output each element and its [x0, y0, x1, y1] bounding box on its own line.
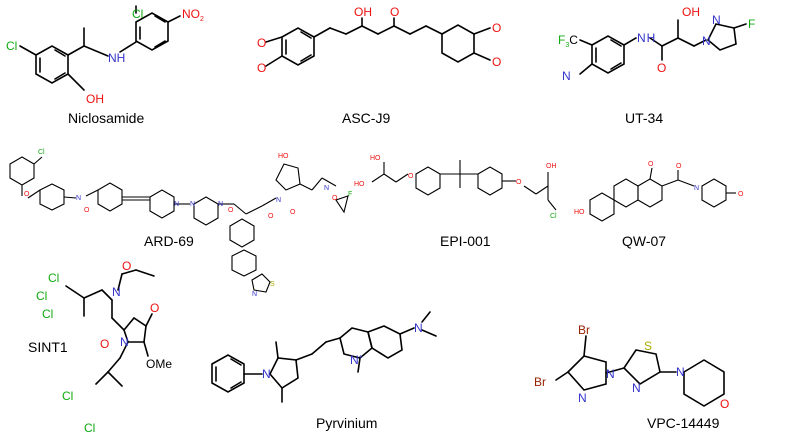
ard69-o1: O	[24, 191, 30, 198]
ut34-cn: N	[562, 69, 571, 83]
qw07-o2: O	[676, 163, 682, 170]
vpc14449-n1: N	[578, 391, 587, 405]
epi001-o2: O	[516, 179, 522, 186]
ard69-n4: N	[276, 197, 281, 204]
ard69-o5: O	[290, 209, 296, 216]
sint1-o3: O	[150, 301, 159, 315]
pyrvinium-n1: N	[262, 367, 271, 381]
sint1-o1: O	[122, 259, 131, 273]
vpc14449-n4: N	[676, 365, 685, 379]
ascj9-o2: O	[257, 61, 266, 75]
niclosamide-cl-left: Cl	[6, 39, 17, 53]
pyrvinium-structure	[211, 311, 437, 403]
ascj9-o1: O	[257, 36, 266, 50]
sint1-n: N	[120, 335, 129, 349]
sint1-o2: O	[100, 337, 109, 351]
ut34-cf3: F3C	[558, 33, 578, 49]
sint1-cl5: Cl	[84, 421, 95, 435]
pyrvinium-n3: N	[414, 321, 423, 335]
ard69-o3: O	[228, 207, 234, 214]
ard69-nh: N	[76, 195, 81, 202]
qw07-o1: O	[648, 161, 654, 168]
epi001-ho2: HO	[370, 155, 381, 162]
vpc14449-structure	[555, 335, 725, 407]
ard69-n2: N	[190, 201, 195, 208]
ascj9-o-keto: O	[390, 5, 399, 19]
niclosamide-structure	[19, 5, 181, 91]
qw07-label: QW-07	[622, 233, 666, 249]
vpc14449-n3: N	[632, 381, 641, 395]
qw07-nh: N	[694, 185, 699, 192]
ard69-n1: N	[174, 201, 179, 208]
ard69-ho: HO	[278, 153, 289, 160]
ascj9-o4: O	[492, 55, 501, 69]
sint1-ome: OMe	[146, 357, 172, 371]
niclosamide-no2: NO2	[182, 7, 204, 23]
ut34-oh: OH	[682, 5, 700, 19]
ut34-o: O	[657, 61, 666, 75]
sint1-cl4: Cl	[62, 389, 73, 403]
niclosamide-label: Niclosamide	[68, 110, 144, 126]
ard69-f: F	[348, 191, 352, 198]
ascj9-o3: O	[492, 21, 501, 35]
ard69-cl: Cl	[38, 149, 45, 156]
ard69-nh2: N	[324, 185, 329, 192]
pyrvinium-n2: N+	[350, 353, 363, 367]
ascj9-structure	[265, 17, 491, 67]
ut34-structure	[579, 19, 747, 75]
vpc14449-br2: Br	[534, 375, 546, 389]
vpc14449-br1: Br	[578, 323, 590, 337]
ard69-s: S	[270, 281, 275, 288]
ascj9-oh: OH	[354, 5, 372, 19]
vpc14449-o: O	[720, 397, 729, 411]
sint1-structure	[65, 269, 155, 387]
ascj9-label: ASC-J9	[342, 110, 390, 126]
vpc14449-n2: N	[606, 367, 615, 381]
niclosamide-nh: NH	[108, 51, 125, 65]
qw07-ho: HO	[574, 209, 585, 216]
qw07-structure	[589, 167, 736, 222]
ard69-label: ARD-69	[144, 233, 194, 249]
epi001-structure	[371, 160, 557, 211]
qw07-o3: O	[738, 191, 744, 198]
ard69-o4: O	[268, 213, 274, 220]
ard69-o2: O	[84, 207, 90, 214]
sint1-cl1: Cl	[48, 271, 59, 285]
vpc14449-label: VPC-14449	[647, 415, 720, 431]
sint1-nh: N	[112, 285, 121, 299]
niclosamide-oh: OH	[86, 92, 104, 106]
ut34-f: F	[748, 17, 755, 31]
epi001-cl: Cl	[550, 213, 557, 220]
sint1-cl2: Cl	[36, 289, 47, 303]
epi001-o1: O	[408, 173, 414, 180]
ard69-n3: N	[218, 201, 223, 208]
niclosamide-cl-top: Cl	[132, 7, 143, 21]
ard69-o6: O	[332, 195, 338, 202]
epi001-label: EPI-001	[440, 233, 491, 249]
epi001-oh: OH	[546, 163, 557, 170]
epi001-ho1: HO	[354, 181, 365, 188]
ard69-n5: N	[252, 291, 257, 298]
ut34-n1: N	[702, 34, 711, 48]
sint1-cl3: Cl	[42, 307, 53, 321]
vpc14449-s: S	[644, 339, 652, 353]
pyrvinium-label: Pyrvinium	[316, 415, 377, 431]
ut34-nh: NH	[637, 31, 655, 45]
ut34-n2: N	[712, 13, 721, 27]
ut34-label: UT-34	[625, 110, 663, 126]
ard69-structure	[9, 156, 349, 293]
sint1-label: SINT1	[28, 339, 68, 355]
